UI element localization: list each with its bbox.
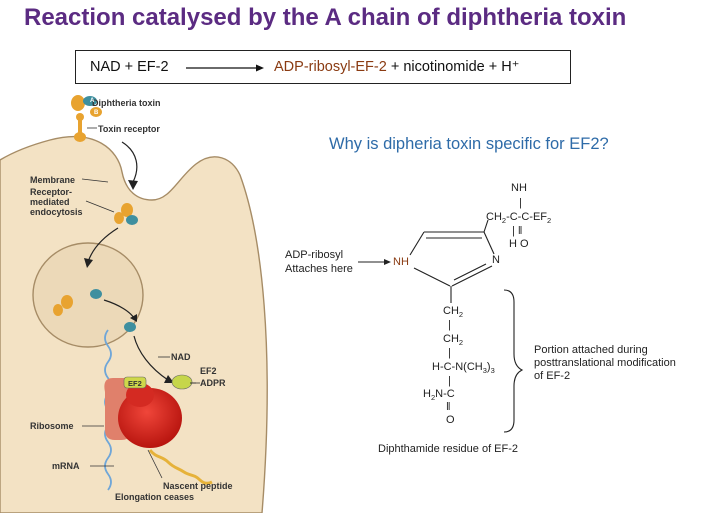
ring-n: N [492,254,500,266]
label-membrane: Membrane [30,175,76,185]
label-diphtheria-toxin: Diphtheria toxin [92,98,161,108]
adp-label-2: Attaches here [285,263,353,275]
equation-products-rest: + nicotinomide + H⁺ [386,59,520,75]
label-adpr: ADPR [200,378,226,388]
endosome [32,242,144,348]
portion-brace [503,289,524,433]
top-bond: | [519,197,522,209]
label-rme-1: Receptor- [30,187,73,197]
ring-nh: NH [393,256,409,268]
label-ef2: EF2 [200,366,217,376]
label-ribosome: Ribosome [30,421,74,431]
reaction-arrow-icon [186,64,264,72]
reaction-equation-box: NAD + EF-2 ADP-ribosyl-EF-2 + nicotinomi… [75,50,571,84]
side-oxygen: O [446,414,455,426]
label-nascent-peptide: Nascent peptide [163,481,233,491]
equation-products: ADP-ribosyl-EF-2 + nicotinomide + H⁺ [274,59,519,75]
portion-note-3: of EF-2 [534,370,571,382]
chain-a-marker: A [90,98,95,104]
label-toxin-receptor: Toxin receptor [98,124,160,134]
label-ef2-on-ribosome: EF2 [128,379,142,388]
equation-product-highlight: ADP-ribosyl-EF-2 [274,59,387,75]
portion-note-2: posttranslational modification [534,357,676,369]
top-nh: NH [511,182,527,194]
label-elongation-ceases: Elongation ceases [115,492,195,502]
label-mrna: mRNA [52,461,80,471]
side-amide: H2N-C [423,388,455,403]
side-bond-3: | [448,375,451,387]
top-chain: CH2-C-C-EF2 [486,211,552,226]
adp-label-1: ADP-ribosyl [285,249,344,261]
diphthamide-caption: Diphthamide residue of EF-2 [378,443,519,455]
specificity-question: Why is dipheria toxin specific for EF2? [329,135,609,153]
label-nad: NAD [171,352,191,362]
portion-note-1: Portion attached during [534,344,648,356]
top-bonds: | ‖ [512,225,523,237]
top-atoms: H O [509,238,529,250]
side-ch2-1: CH2 [443,305,464,320]
label-rme-3: endocytosis [30,207,83,217]
label-rme-2: mediated [30,197,70,207]
side-bond-1: | [448,319,451,331]
side-bond-2: | [448,347,451,359]
side-double-bond: ‖ [446,401,451,413]
equation-reactants: NAD + EF-2 [90,59,169,75]
chain-b-marker: B [94,110,99,116]
slide-title: Reaction catalysed by the A chain of dip… [24,4,627,31]
side-nme3: H-C-N(CH3)3 [432,361,495,376]
side-ch2-2: CH2 [443,333,464,348]
